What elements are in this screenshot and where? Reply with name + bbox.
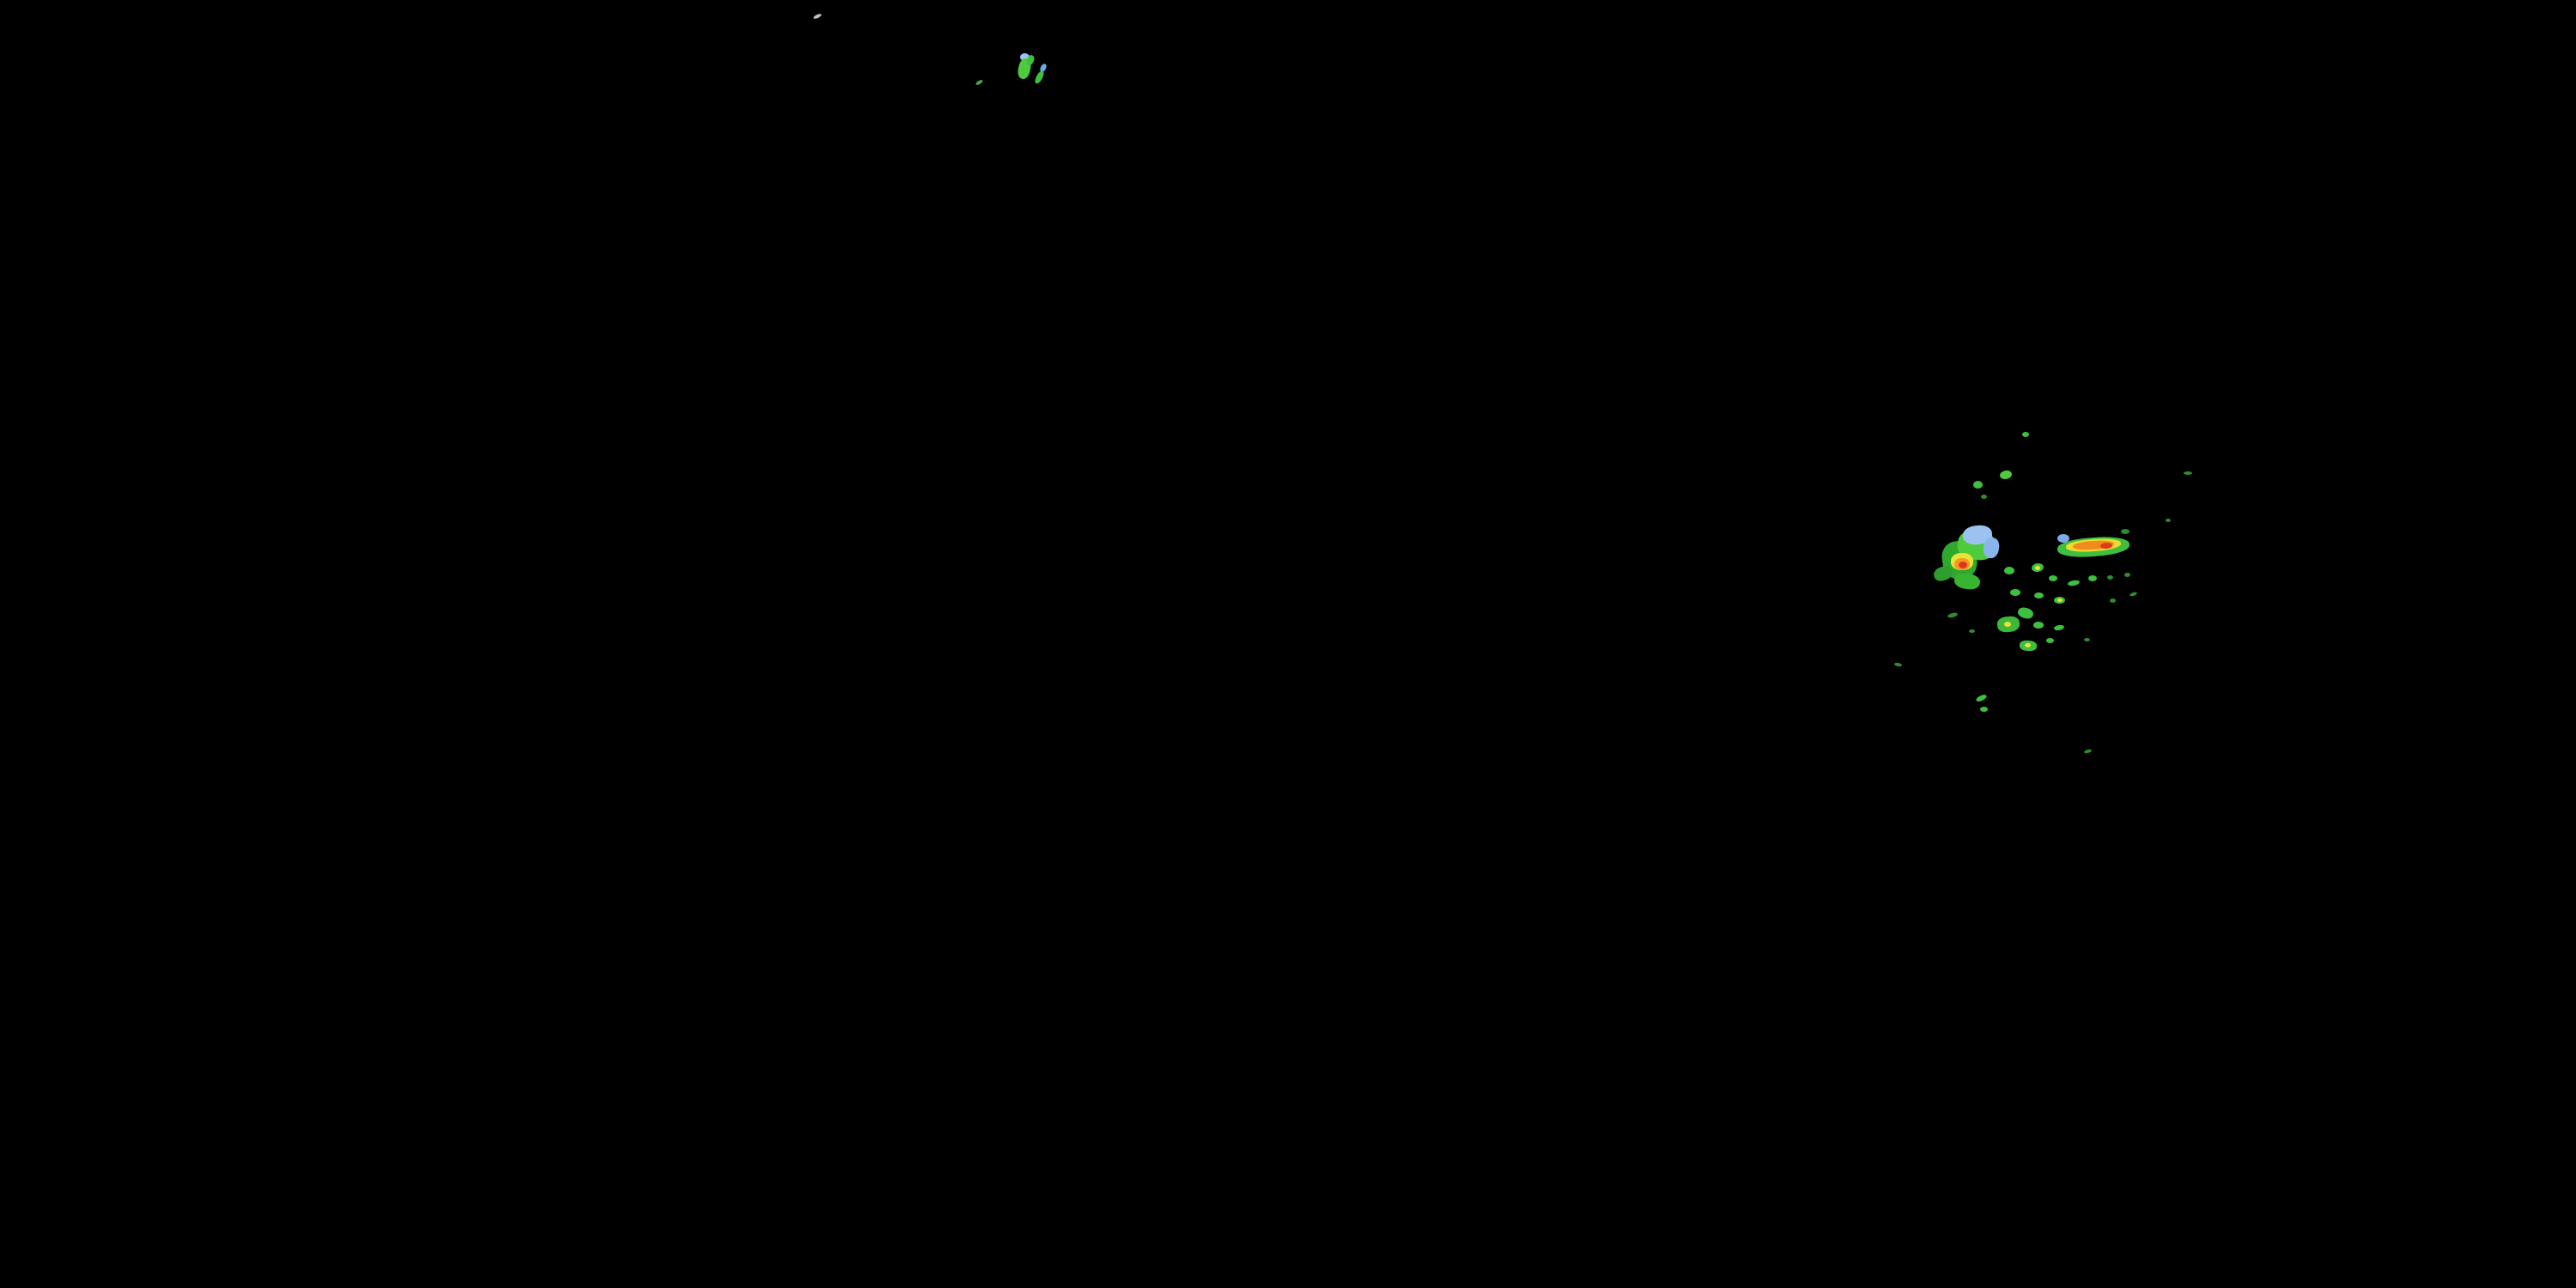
echo-speck — [2110, 598, 2116, 603]
echo-speck-yellow — [2057, 598, 2063, 602]
echo-speck — [2166, 519, 2171, 522]
echo-blob-sw-yellow — [2004, 622, 2011, 627]
echo-speck — [2084, 638, 2090, 641]
echo-curl — [2016, 605, 2035, 621]
echo-speck — [2121, 529, 2129, 534]
echo-core-red — [1959, 562, 1967, 568]
echo-dash — [1975, 693, 1988, 703]
echo-speck — [2046, 638, 2054, 643]
echo-dash — [2053, 624, 2065, 631]
echo-dash — [2067, 579, 2081, 587]
echo-speck — [2033, 622, 2044, 629]
echo-speck — [1981, 495, 1987, 499]
echo-streak-b-green — [1033, 70, 1046, 85]
echo-speck — [2010, 589, 2020, 596]
echo-speck-yellow — [2035, 566, 2040, 570]
echo-speck — [1973, 481, 1983, 489]
echo-dash — [2184, 471, 2192, 475]
echo-pale-speck-top — [812, 13, 823, 20]
echo-blob-s-yellow — [2025, 643, 2031, 647]
echo-speck — [2088, 575, 2097, 581]
echo-dash-south — [2083, 748, 2093, 755]
echo-dash — [1947, 611, 1959, 619]
echo-streak-blue-tip — [2057, 534, 2069, 543]
echo-speck — [1969, 629, 1975, 633]
echo-speck — [1999, 469, 2013, 481]
echo-streak-a-blue-cap — [1020, 53, 1030, 61]
echo-core-green-bottom — [1953, 572, 1982, 591]
echo-speck — [2124, 573, 2130, 577]
echo-speck — [2034, 592, 2044, 598]
echo-dash-far-left — [1893, 662, 1903, 667]
echo-dash — [2129, 591, 2138, 598]
echo-speck — [2049, 575, 2057, 581]
echo-speck — [2022, 432, 2029, 437]
echo-dash-nw — [975, 79, 984, 86]
echo-speck — [2004, 567, 2014, 574]
echo-speck — [1980, 707, 1988, 712]
echo-speck — [2107, 575, 2113, 580]
